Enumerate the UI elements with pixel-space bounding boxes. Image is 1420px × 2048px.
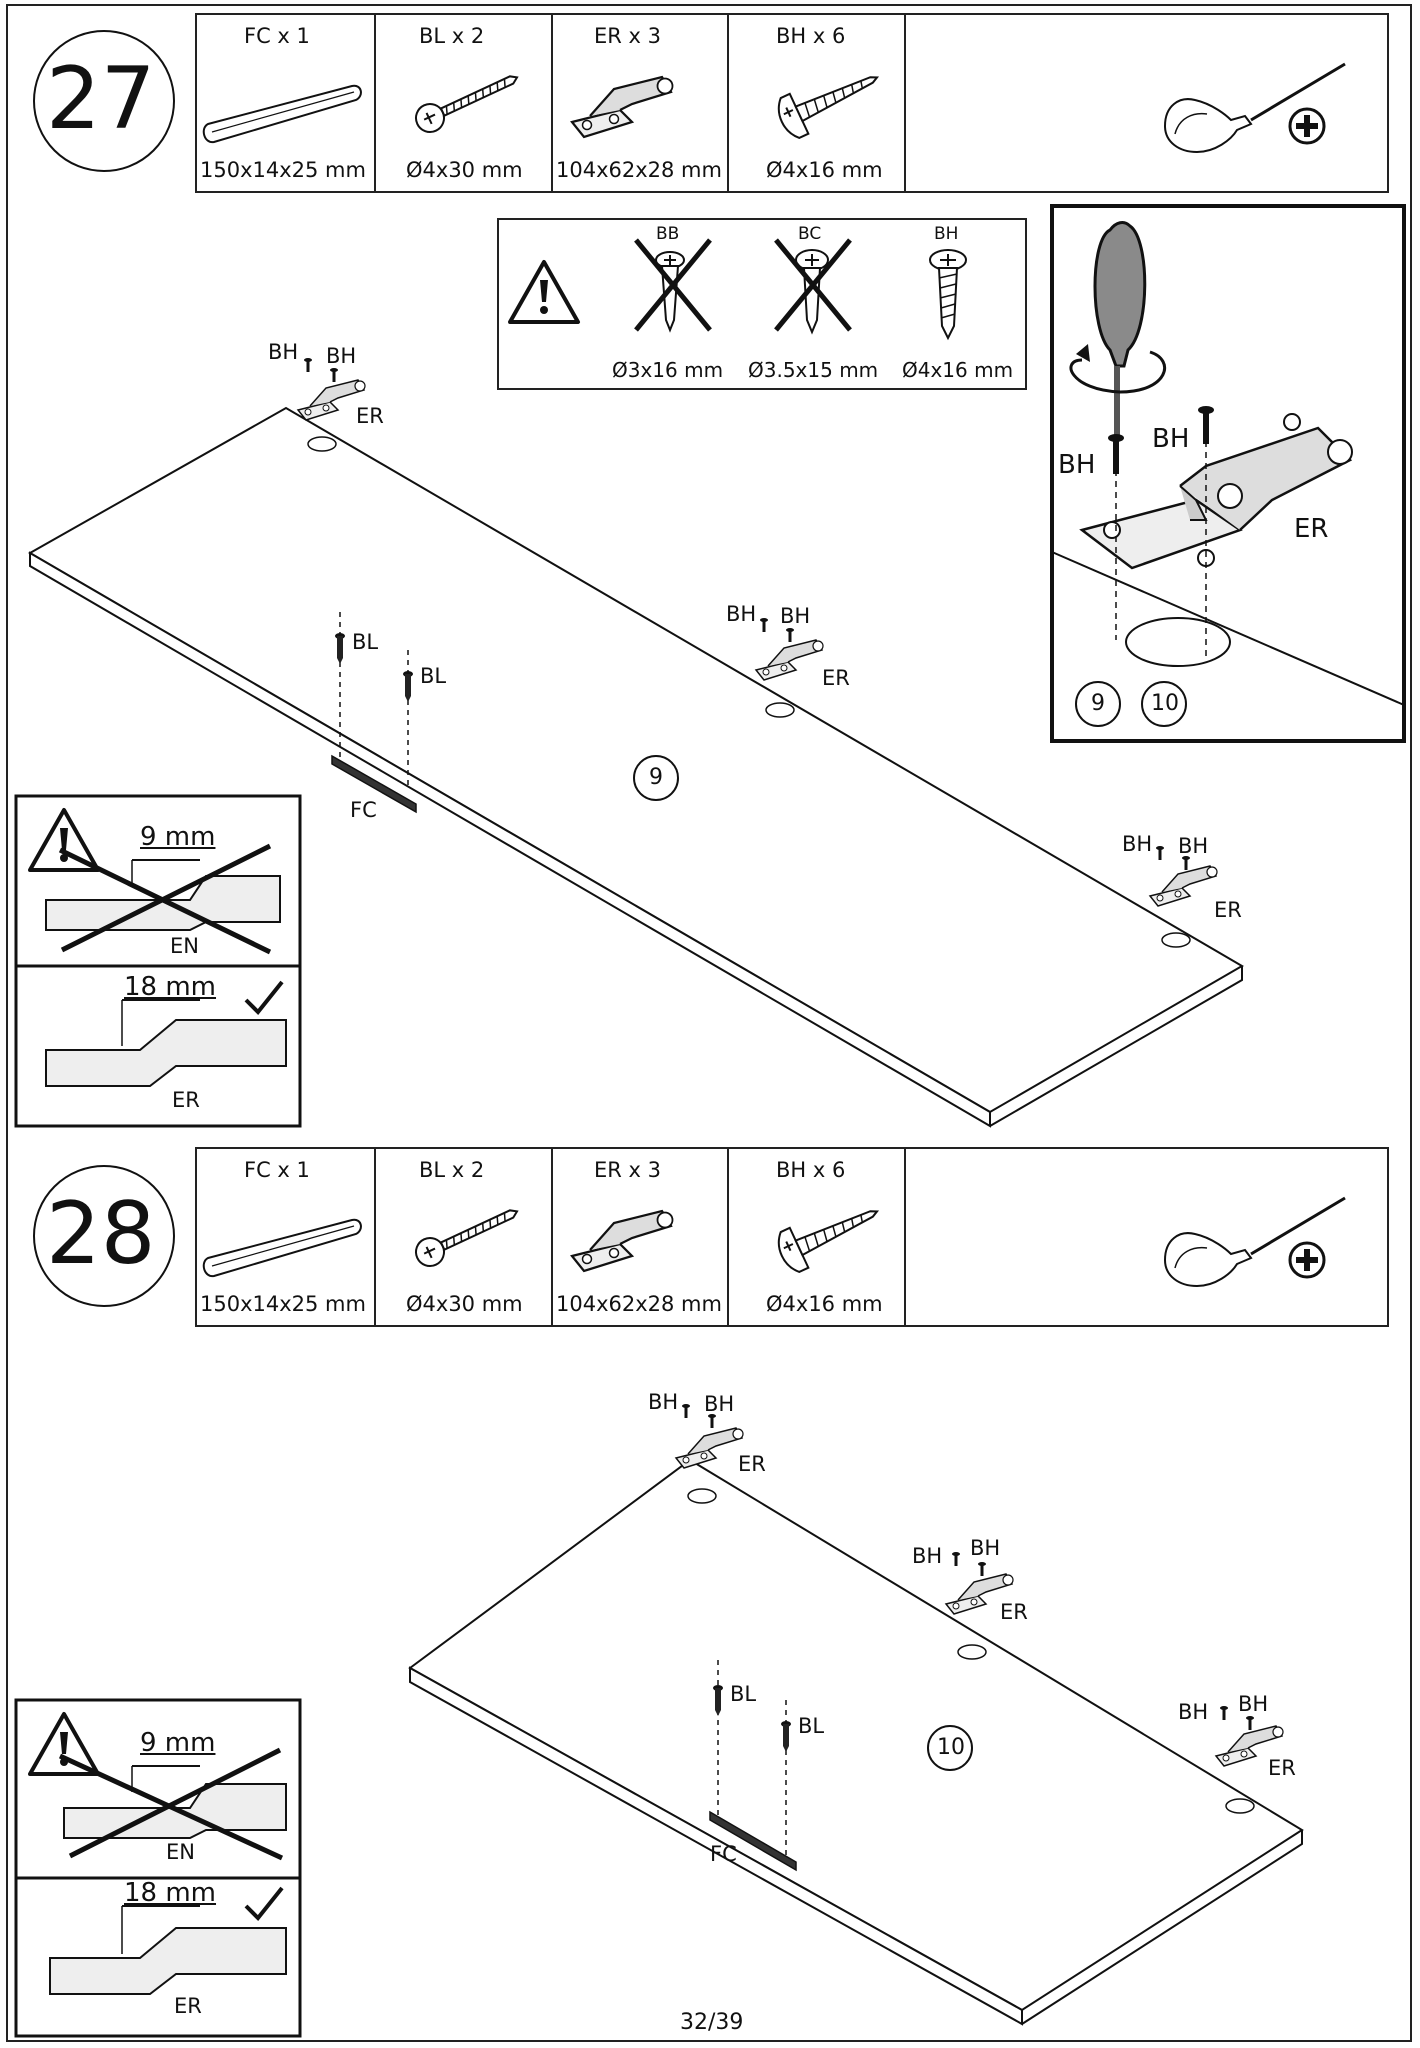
part-size: Ø4x30 mm bbox=[406, 158, 523, 182]
callout-er: ER bbox=[1214, 898, 1242, 922]
wrong-distance: 9 mm bbox=[140, 1728, 216, 1758]
callout-bh: BH bbox=[780, 604, 811, 628]
part-label: BH x 6 bbox=[776, 24, 846, 48]
part-label: ER x 3 bbox=[594, 1158, 661, 1182]
wrong-distance: 9 mm bbox=[140, 822, 216, 852]
callout-bh: BH bbox=[1058, 450, 1096, 480]
screw-code: BC bbox=[798, 224, 822, 244]
callout-er: ER bbox=[1268, 1756, 1296, 1780]
callout-bl: BL bbox=[420, 664, 447, 688]
callout-bh: BH bbox=[326, 344, 357, 368]
detail-number: 9 bbox=[1091, 691, 1105, 716]
part-label: BL x 2 bbox=[419, 24, 485, 48]
step-27-circle bbox=[33, 30, 175, 172]
detail-number: 10 bbox=[1151, 691, 1179, 716]
callout-fc: FC bbox=[710, 1842, 737, 1866]
callout-bh: BH bbox=[268, 340, 299, 364]
callout-en: EN bbox=[166, 1840, 195, 1864]
callout-fc: FC bbox=[350, 798, 377, 822]
callout-bh: BH bbox=[1178, 1700, 1209, 1724]
page-number: 32/39 bbox=[680, 2010, 744, 2035]
right-distance: 18 mm bbox=[124, 972, 217, 1002]
screwdriver-icon-27 bbox=[1163, 62, 1347, 154]
step-number: 27 bbox=[46, 49, 156, 149]
callout-bl: BL bbox=[352, 630, 379, 654]
page-frame bbox=[6, 4, 1412, 2042]
step-number: 28 bbox=[46, 1184, 156, 1284]
callout-bh: BH bbox=[1238, 1692, 1269, 1716]
callout-bh: BH bbox=[1122, 832, 1153, 856]
part-label: BL x 2 bbox=[419, 1158, 485, 1182]
part-size: 104x62x28 mm bbox=[556, 1292, 722, 1316]
panel-number: 10 bbox=[937, 1735, 965, 1760]
callout-bh: BH bbox=[1178, 834, 1209, 858]
callout-er: ER bbox=[822, 666, 850, 690]
callout-bh: BH bbox=[726, 602, 757, 626]
screw-code: BH bbox=[934, 224, 959, 244]
callout-bl: BL bbox=[730, 1682, 757, 1706]
part-label: FC x 1 bbox=[244, 1158, 310, 1182]
part-size: Ø4x30 mm bbox=[406, 1292, 523, 1316]
callout-er: ER bbox=[1000, 1600, 1028, 1624]
part-label: BH x 6 bbox=[776, 1158, 846, 1182]
screw-size: Ø3.5x15 mm bbox=[748, 358, 879, 382]
callout-bh: BH bbox=[704, 1392, 735, 1416]
callout-bl: BL bbox=[798, 1714, 825, 1738]
callout-er: ER bbox=[356, 404, 384, 428]
right-distance: 18 mm bbox=[124, 1878, 217, 1908]
step-28-circle bbox=[33, 1165, 175, 1307]
callout-er: ER bbox=[1294, 514, 1329, 544]
part-size: Ø4x16 mm bbox=[766, 158, 883, 182]
part-size: Ø4x16 mm bbox=[766, 1292, 883, 1316]
callout-en: EN bbox=[170, 934, 199, 958]
callout-bh: BH bbox=[912, 1544, 943, 1568]
screw-size: Ø3x16 mm bbox=[612, 358, 724, 382]
screw-size: Ø4x16 mm bbox=[902, 358, 1014, 382]
part-size: 150x14x25 mm bbox=[200, 158, 366, 182]
callout-bh: BH bbox=[970, 1536, 1001, 1560]
callout-bh: BH bbox=[1152, 424, 1190, 454]
callout-er: ER bbox=[172, 1088, 200, 1112]
panel-number: 9 bbox=[649, 765, 663, 790]
part-size: 104x62x28 mm bbox=[556, 158, 722, 182]
part-size: 150x14x25 mm bbox=[200, 1292, 366, 1316]
callout-er: ER bbox=[738, 1452, 766, 1476]
part-label: FC x 1 bbox=[244, 24, 310, 48]
part-label: ER x 3 bbox=[594, 24, 661, 48]
callout-er: ER bbox=[174, 1994, 202, 2018]
screw-code: BB bbox=[656, 224, 680, 244]
callout-bh: BH bbox=[648, 1390, 679, 1414]
screwdriver-icon-28 bbox=[1163, 1196, 1347, 1288]
